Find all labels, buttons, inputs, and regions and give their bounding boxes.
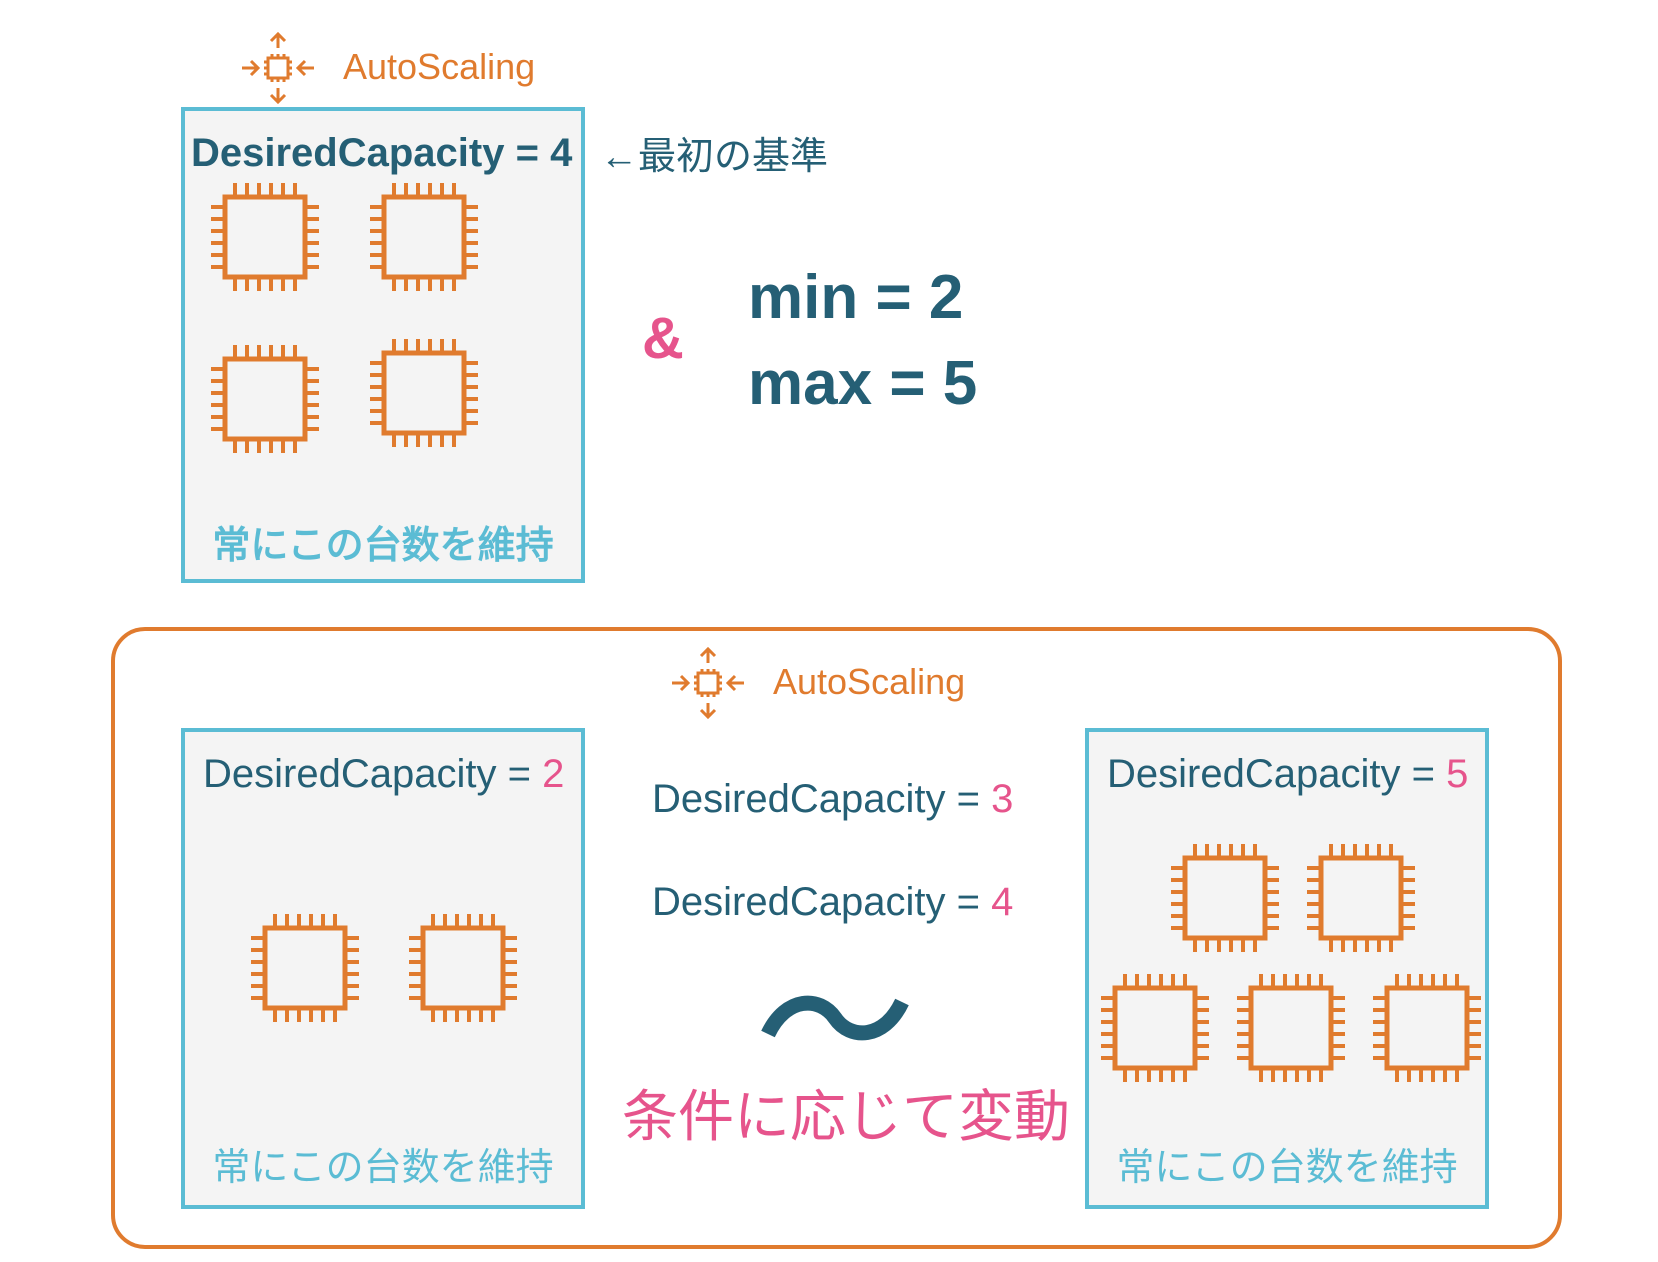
- equals-sign: =: [956, 880, 980, 924]
- desired-capacity-panel-max: DesiredCapacity = 5 常にこの台数を維持: [1085, 728, 1489, 1209]
- instance-chip-icon: [1305, 842, 1417, 954]
- instance-chip-icon: [1169, 842, 1281, 954]
- desired-capacity-value: 3: [991, 777, 1014, 821]
- panel-caption: 常にこの台数を維持: [212, 525, 554, 567]
- desired-capacity-panel-min: DesiredCapacity = 2 常にこの台数を維持: [181, 728, 585, 1209]
- panel-caption: 常にこの台数を維持: [1116, 1147, 1458, 1189]
- instance-chip-icon: [368, 337, 480, 449]
- desired-capacity-4: DesiredCapacity = 4: [652, 880, 1013, 925]
- instance-chip-icon: [1099, 972, 1211, 1084]
- equals-sign: =: [515, 131, 539, 175]
- desired-capacity-heading: DesiredCapacity = 4: [191, 131, 572, 176]
- tilde-icon: [761, 995, 909, 1041]
- varies-by-condition-text: 条件に応じて変動: [622, 1085, 1070, 1148]
- instance-chip-icon: [209, 343, 321, 455]
- equals-sign: =: [956, 777, 980, 821]
- desired-capacity-panel-top: DesiredCapacity = 4 常にこの台数を維持: [181, 107, 585, 583]
- desired-capacity-value: 4: [991, 880, 1014, 924]
- instance-chip-icon: [1235, 972, 1347, 1084]
- tilde-mark: 〜: [760, 990, 910, 1046]
- autoscaling-group-frame: [111, 627, 1562, 1249]
- desired-capacity-value: 5: [1446, 752, 1469, 796]
- min-value: min = 2: [748, 263, 964, 332]
- desired-capacity-3: DesiredCapacity = 3: [652, 777, 1013, 822]
- max-value: max = 5: [748, 349, 978, 418]
- instance-chip-icon: [249, 912, 361, 1024]
- instance-chip-icon: [368, 181, 480, 293]
- instance-chip-icon: [209, 181, 321, 293]
- desired-capacity-label: DesiredCapacity: [203, 752, 497, 796]
- autoscaling-icon: [670, 645, 746, 721]
- desired-capacity-label: DesiredCapacity: [191, 131, 505, 175]
- desired-capacity-label: DesiredCapacity: [652, 777, 946, 821]
- desired-capacity-label: DesiredCapacity: [1107, 752, 1401, 796]
- autoscaling-icon: [240, 30, 316, 106]
- desired-capacity-heading: DesiredCapacity = 2: [203, 752, 564, 797]
- desired-capacity-value: 2: [542, 752, 565, 796]
- desired-capacity-label: DesiredCapacity: [652, 880, 946, 924]
- panel-caption: 常にこの台数を維持: [212, 1147, 554, 1189]
- equals-sign: =: [507, 752, 531, 796]
- autoscaling-label-bottom: AutoScaling: [773, 661, 966, 702]
- instance-chip-icon: [407, 912, 519, 1024]
- autoscaling-label-top: AutoScaling: [343, 46, 536, 87]
- instance-chip-icon: [1371, 972, 1483, 1084]
- initial-baseline-annotation: ←最初の基準: [600, 136, 829, 178]
- equals-sign: =: [1411, 752, 1435, 796]
- desired-capacity-heading: DesiredCapacity = 5: [1107, 752, 1468, 797]
- desired-capacity-value: 4: [550, 131, 573, 175]
- ampersand: &: [642, 306, 684, 371]
